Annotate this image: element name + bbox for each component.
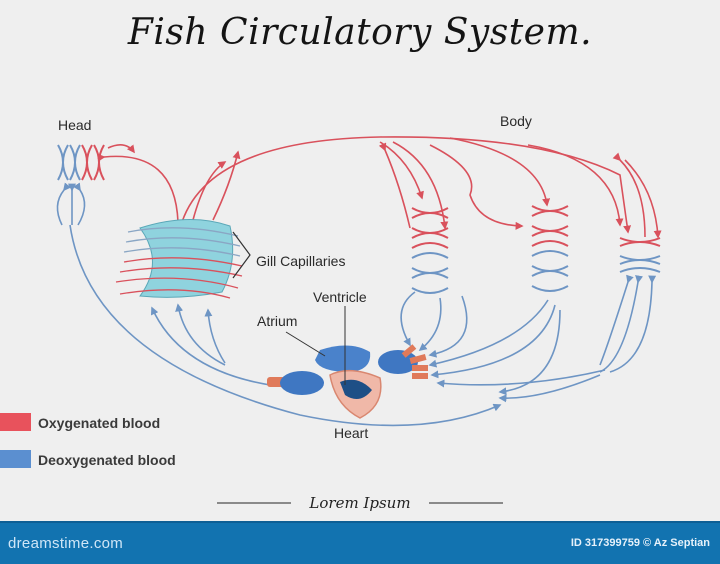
label-atrium: Atrium — [257, 313, 298, 329]
image-credit: ID 317399759 © Az Septian — [570, 537, 710, 549]
label-head: Head — [58, 117, 92, 133]
oxygenated-vessels — [97, 136, 662, 239]
legend-swatch-deoxygenated — [0, 450, 31, 468]
legend-swatch-oxygenated — [0, 413, 31, 431]
caption-rule-left — [216, 502, 291, 504]
circulation-diagram — [56, 136, 662, 427]
head-capillaries — [57, 144, 105, 181]
label-gill-capillaries: Gill Capillaries — [256, 253, 346, 269]
body-capillaries — [411, 205, 661, 294]
gill-bracket — [232, 231, 251, 279]
gill-capillaries — [115, 219, 251, 299]
legend-label-oxygenated: Oxygenated blood — [38, 415, 161, 431]
capillary-bed-3 — [619, 237, 661, 273]
brand-logo[interactable]: dreamstime.com — [8, 535, 124, 552]
caption-text: Lorem Ipsum — [309, 494, 411, 512]
capillary-bed-1 — [411, 207, 449, 294]
capillary-bed-2 — [531, 205, 569, 292]
atrium-pointer — [285, 331, 326, 357]
diagram-title: Fish Circulatory System. — [127, 12, 593, 53]
label-ventricle: Ventricle — [313, 289, 367, 305]
legend-label-deoxygenated: Deoxygenated blood — [38, 452, 176, 468]
label-heart: Heart — [334, 425, 369, 441]
stock-footer-bar: dreamstime.com ID 317399759 © Az Septian — [0, 521, 720, 564]
label-body: Body — [500, 113, 532, 129]
deoxygenated-vessels — [56, 182, 657, 427]
caption-rule-right — [429, 502, 504, 504]
caption: Lorem Ipsum — [0, 494, 720, 512]
heart-illustration — [267, 306, 428, 419]
